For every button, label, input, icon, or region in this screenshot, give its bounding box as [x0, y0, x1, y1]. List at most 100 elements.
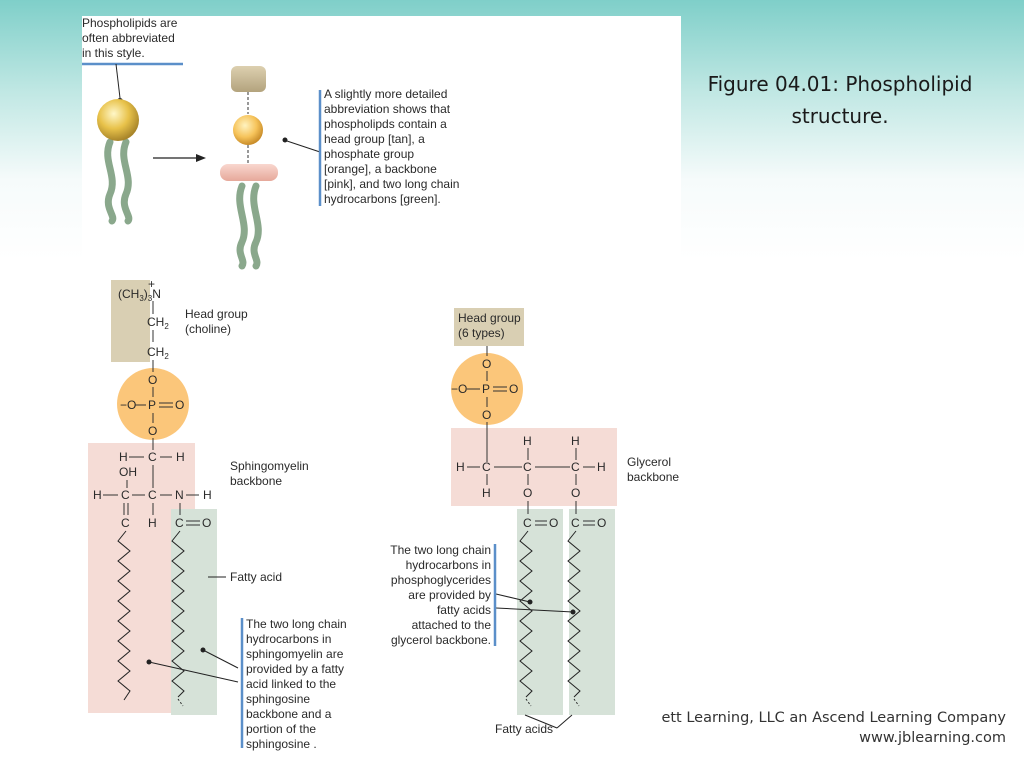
phosphoglyceride-structure: O −O P O O H H H C C C H H O O: [451, 308, 617, 729]
sm-note-line-1: The two long chain: [246, 617, 347, 631]
pg-atom-o-top: O: [482, 357, 491, 371]
pg-note-line-3: phosphoglycerides: [391, 573, 491, 587]
pg-atom-o: O: [523, 486, 532, 500]
sm-atom-o-double: O: [202, 516, 211, 530]
pg-note-line-4: are provided by: [408, 588, 491, 602]
pg-atom-o-double: O: [549, 516, 558, 530]
sm-atom-c: C: [148, 488, 157, 502]
sm-fatty-acid-tail: [171, 530, 185, 698]
abbrev-detailed-line-1: A slightly more detailed: [324, 87, 447, 101]
pg-note-line-1: The two long chain: [390, 543, 491, 557]
pg-head-group-label-1: Head group: [458, 311, 521, 325]
pg-note-line-5: fatty acids: [437, 603, 491, 617]
abbrev-detailed-line-5: phosphate group: [324, 147, 414, 161]
phosphoglyceride-labels: Head group (6 types) Glycerol backbone T…: [390, 311, 679, 736]
sm-atom-c: C: [175, 516, 184, 530]
abbrev-detailed-line-6: [orange], a backbone: [324, 162, 437, 176]
pg-atom-c: C: [482, 460, 491, 474]
sm-head-group-region: [111, 280, 150, 362]
phospholipid-figure: Phospholipids are often abbreviated in t…: [82, 16, 679, 751]
pg-atom-o: O: [571, 486, 580, 500]
pg-backbone-label-2: backbone: [627, 470, 679, 484]
head-ball: [97, 99, 139, 141]
abbrev-detailed-line-4: head group [tan], a: [324, 132, 425, 146]
pg-head-group-label-2: (6 types): [458, 326, 505, 340]
orange-phosphate-ball: [233, 115, 263, 145]
sm-atom-h: H: [176, 450, 185, 464]
pg-atom-h: H: [571, 434, 580, 448]
abbrev-detailed-line-2: abbreviation shows that: [324, 102, 451, 116]
sm-atom-o-top: O: [148, 373, 157, 387]
sm-note-line-9: sphingosine .: [246, 737, 317, 751]
sm-atom-h: H: [203, 488, 212, 502]
sm-note-line-3: sphingomyelin are: [246, 647, 344, 661]
abbrev-simple-line-2: often abbreviated: [82, 31, 175, 45]
pg-atom-c: C: [523, 460, 532, 474]
tan-head-box: [231, 66, 266, 92]
abbrev-detailed-line-8: hydrocarbons [green].: [324, 192, 441, 206]
pg-atom-o-minus: −O: [451, 382, 467, 396]
sm-note-line-8: portion of the: [246, 722, 316, 736]
sm-backbone-label-1: Sphingomyelin: [230, 459, 309, 473]
sm-atom-h: H: [148, 516, 157, 530]
sm-note-line-2: hydrocarbons in: [246, 632, 331, 646]
figure-caption: Figure 04.01: Phospholipid structure.: [707, 72, 973, 128]
sm-atom-ch2-b: CH2: [147, 345, 169, 361]
sm-atom-c: C: [148, 450, 157, 464]
sphingomyelin-labels: Head group (choline) Sphingomyelin backb…: [185, 307, 347, 751]
pg-atom-h: H: [597, 460, 606, 474]
abbrev-simple-line-3: in this style.: [82, 46, 145, 60]
sm-atom-n: N: [175, 488, 184, 502]
pg-head-group-region: [454, 308, 524, 346]
abbrev-simple-line-1: Phospholipids are: [82, 16, 178, 30]
pg-atom-o-double: O: [597, 516, 606, 530]
sm-atom-oh: OH: [119, 465, 137, 479]
sm-atom-h: H: [93, 488, 102, 502]
sm-fatty-acid-label: Fatty acid: [230, 570, 282, 584]
pg-atom-h: H: [456, 460, 465, 474]
detailed-phospholipid-icon: [220, 66, 321, 270]
pg-atom-c: C: [523, 516, 532, 530]
sphingomyelin-structure: (CH3)3N + CH2 CH2 O −O P O O H C H OH H …: [88, 277, 239, 715]
pg-backbone-label-1: Glycerol: [627, 455, 671, 469]
sm-atom-p: P: [148, 398, 156, 412]
sm-atom-h: H: [119, 450, 128, 464]
pg-atom-o-bottom: O: [482, 408, 491, 422]
simple-phospholipid-icon: [97, 99, 139, 225]
sm-note-line-6: sphingosine: [246, 692, 310, 706]
sm-fatty-acid-region: [171, 509, 217, 715]
pg-fatty-acid-region-2: [569, 509, 615, 715]
sm-atom-o-double: O: [175, 398, 184, 412]
pg-phosphate-region: [451, 353, 523, 425]
simple-abbreviation-label: Phospholipids are often abbreviated in t…: [82, 16, 183, 104]
credit-line-2: www.jblearning.com: [859, 730, 1006, 746]
sm-head-group-label-2: (choline): [185, 322, 231, 336]
pg-atom-p: P: [482, 382, 490, 396]
pg-atom-c: C: [571, 516, 580, 530]
sm-head-group-label-1: Head group: [185, 307, 248, 321]
arrow: [153, 154, 206, 162]
sm-note-line-4: provided by a fatty: [246, 662, 344, 676]
sm-note-line-7: backbone and a: [246, 707, 332, 721]
leader-line: [115, 63, 121, 99]
sm-phosphate-region: [117, 368, 189, 440]
sm-plus-charge: +: [148, 277, 155, 291]
sm-sphingosine-tail: [117, 530, 131, 701]
sm-backbone-label-2: backbone: [230, 474, 282, 488]
sm-atom-c: C: [121, 516, 130, 530]
pg-fatty-acids-label: Fatty acids: [495, 722, 553, 736]
sm-note-line-5: acid linked to the: [246, 677, 336, 691]
pg-atom-h: H: [482, 486, 491, 500]
pg-atom-h: H: [523, 434, 532, 448]
pg-note-line-7: glycerol backbone.: [391, 633, 491, 647]
abbrev-detailed-line-7: [pink], and two long chain: [324, 177, 459, 191]
pg-note-line-6: attached to the: [412, 618, 492, 632]
detailed-abbreviation-label: A slightly more detailed abbreviation sh…: [318, 87, 459, 206]
sm-atom-o-bottom: O: [148, 424, 157, 438]
credit-line-1: ett Learning, LLC an Ascend Learning Com…: [661, 710, 1006, 726]
pg-atom-o-double: O: [509, 382, 518, 396]
pink-backbone-bar: [220, 164, 278, 181]
abbrev-detailed-line-3: phospholipds contain a: [324, 117, 447, 131]
pg-note-line-2: hydrocarbons in: [406, 558, 491, 572]
pg-fatty-acid-tail-1: [519, 530, 533, 698]
